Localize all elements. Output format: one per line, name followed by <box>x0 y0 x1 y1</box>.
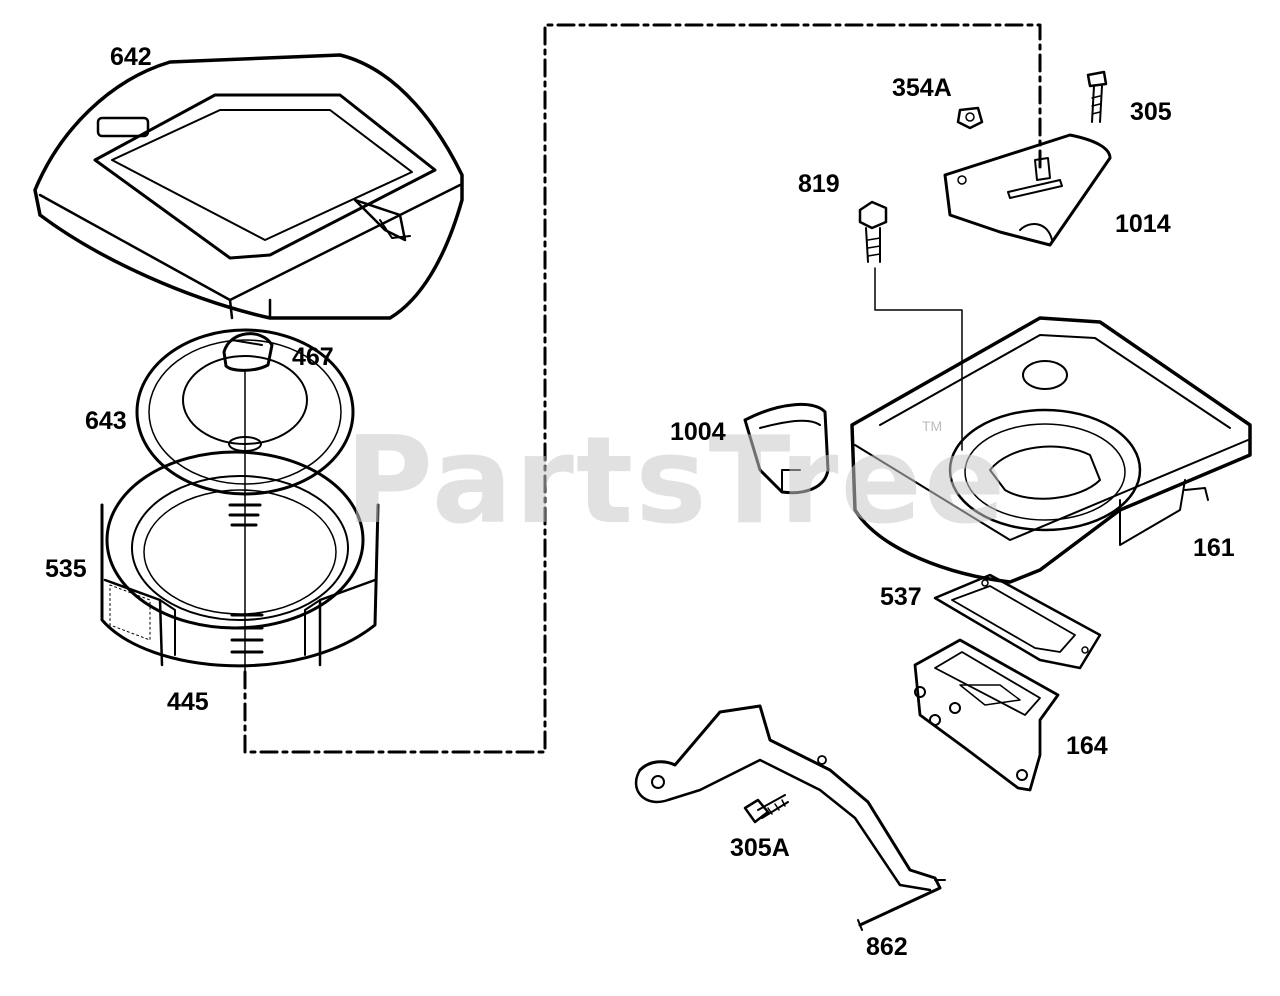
callout-819[interactable]: 819 <box>798 170 840 198</box>
filter-element-445-535 <box>100 450 380 668</box>
callout-467[interactable]: 467 <box>292 343 334 371</box>
knob-1004 <box>743 402 830 495</box>
callout-161[interactable]: 161 <box>1193 534 1235 562</box>
callout-537[interactable]: 537 <box>880 583 922 611</box>
callout-164[interactable]: 164 <box>1066 732 1108 760</box>
callout-354a[interactable]: 354A <box>892 74 952 102</box>
callout-642[interactable]: 642 <box>110 43 152 71</box>
screw-305 <box>1086 70 1108 123</box>
assembly-dash-line <box>243 23 1042 754</box>
filter-plate-643 <box>135 328 355 496</box>
air-cleaner-cover-642 <box>33 53 464 320</box>
callout-445[interactable]: 445 <box>167 688 209 716</box>
screw-305a <box>743 794 789 824</box>
bolt-819 <box>858 200 888 263</box>
knob-467 <box>222 332 274 372</box>
callout-305a[interactable]: 305A <box>730 834 790 862</box>
gasket-537 <box>933 573 1102 670</box>
callout-643[interactable]: 643 <box>85 407 127 435</box>
nut-354a <box>956 106 984 130</box>
adapter-164 <box>913 638 1060 792</box>
bolt-819-leader <box>874 267 963 451</box>
link-rod-862 <box>634 704 946 931</box>
callout-305[interactable]: 305 <box>1130 98 1172 126</box>
air-cleaner-base-161 <box>850 316 1252 584</box>
callout-862[interactable]: 862 <box>866 933 908 961</box>
callout-535[interactable]: 535 <box>45 555 87 583</box>
callout-1004[interactable]: 1004 <box>670 418 726 446</box>
callout-1014[interactable]: 1014 <box>1115 210 1171 238</box>
bracket-1014 <box>943 133 1112 247</box>
